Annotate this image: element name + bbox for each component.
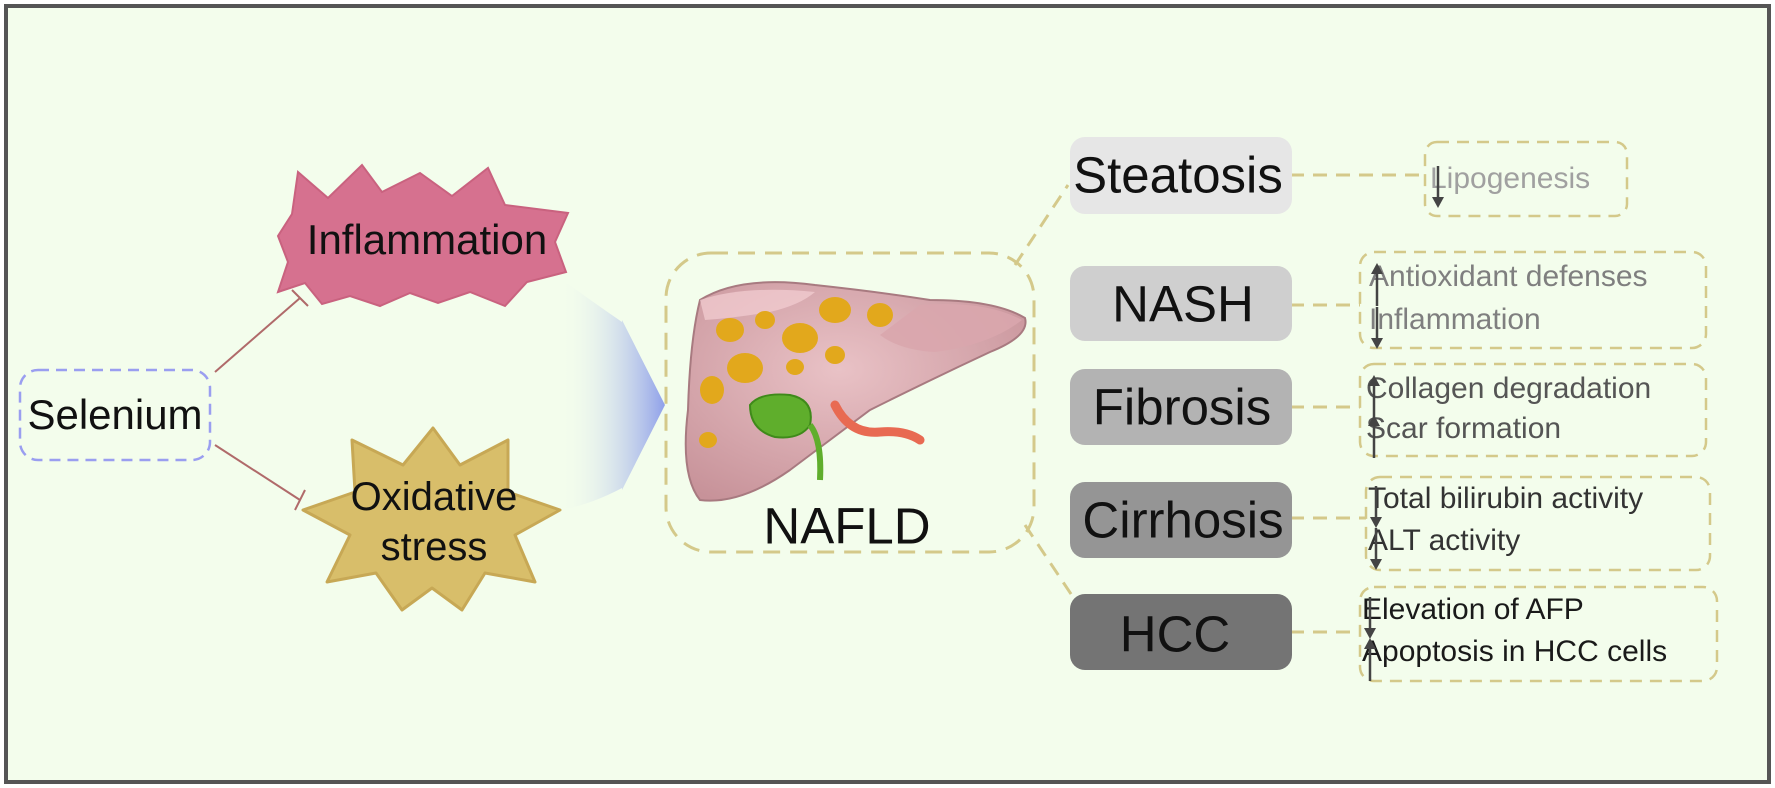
oxidative-label-line1: Oxidative — [350, 475, 518, 519]
flow-arrow — [560, 278, 665, 510]
effect-steatosis-0: Lipogenesis — [1430, 164, 1592, 208]
up-arrow-icon — [1364, 638, 1376, 681]
stage-box-steatosis — [1070, 137, 1292, 214]
inflammation-shape — [276, 163, 570, 308]
liver-icon — [684, 281, 1027, 502]
stage-label-cirrhosis: Cirrhosis — [1082, 491, 1284, 549]
inhibition-oxidative — [214, 444, 306, 511]
up-arrow-icon — [1368, 375, 1380, 418]
nafld-label: NAFLD — [763, 497, 931, 555]
effect-cirrhosis-1: ALT activity — [1368, 526, 1522, 570]
selenium-label: Selenium — [27, 391, 203, 438]
effect-cirrhosis-0: Total bilirubin activity — [1368, 484, 1645, 528]
stage-box-hcc — [1070, 594, 1292, 670]
stage-label-hcc: HCC — [1119, 605, 1231, 663]
oxidative-label-line2: stress — [380, 525, 488, 569]
oxidative-star — [301, 426, 562, 612]
down-arrow-icon — [1364, 597, 1376, 639]
stage-connectors — [1013, 173, 1425, 634]
down-arrow-icon — [1370, 528, 1382, 570]
nafld-box — [664, 251, 1036, 554]
stage-label-steatosis: Steatosis — [1073, 146, 1283, 204]
stage-box-fibrosis — [1070, 369, 1292, 445]
stage-box-cirrhosis — [1070, 482, 1292, 558]
down-arrow-icon — [1371, 307, 1383, 349]
effect-hcc-0: Elevation of AFP — [1362, 595, 1586, 639]
stage-label-fibrosis: Fibrosis — [1092, 378, 1272, 436]
effect-boxes — [1358, 140, 1719, 683]
oxidative-stress-label: Oxidative stress — [351, 472, 518, 572]
inhibition-inflammation — [214, 289, 309, 373]
effect-fibrosis-0: Collagen degradation — [1366, 374, 1653, 418]
stage-label-nash: NASH — [1112, 275, 1254, 333]
selenium-box — [18, 368, 212, 462]
effect-nash-0: Antioxidant defenses — [1369, 262, 1650, 306]
inflammation-label: Inflammation — [306, 216, 548, 263]
effect-fibrosis-1: Scar formation — [1366, 414, 1563, 458]
down-arrow-icon — [1432, 166, 1444, 208]
effect-nash-1: Inflammation — [1369, 305, 1543, 349]
stage-box-nash — [1070, 266, 1292, 341]
down-arrow-icon — [1370, 486, 1382, 528]
up-arrow-icon — [1368, 415, 1380, 458]
effect-hcc-1: Apoptosis in HCC cells — [1362, 637, 1669, 681]
up-arrow-icon — [1371, 263, 1383, 306]
